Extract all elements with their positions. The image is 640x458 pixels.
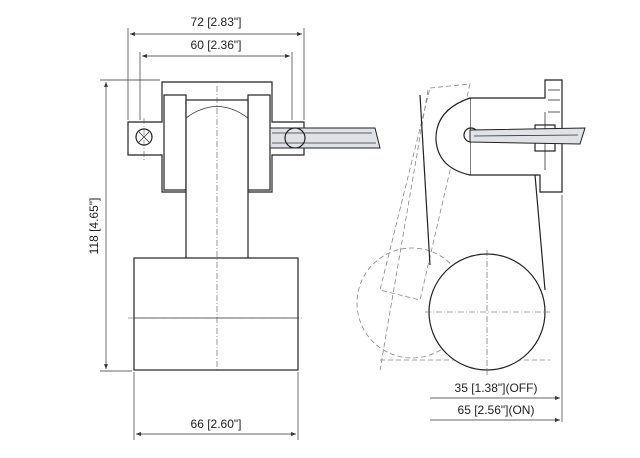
float-body [133,257,299,371]
dim-mount-width: 60 [2.36"] [191,38,242,52]
cable [269,127,381,149]
dim-overall-width: 72 [2.83"] [191,15,242,29]
front-dimensions: 72 [2.83"] 60 [2.36"] 118 [4.65"] 66 [2.… [87,15,305,440]
right-flange [247,94,271,191]
side-view [356,79,586,375]
left-flange [163,94,187,191]
pivot-head [435,97,471,176]
cable-gland-icon [284,127,306,149]
dim-height: 118 [4.65"] [87,198,101,255]
front-view [127,81,381,371]
side-dimensions: 35 [1.38"](OFF) 65 [2.56"](ON) [430,195,563,422]
side-cable [469,127,586,145]
dim-float-width: 66 [2.60"] [191,417,242,431]
dim-switch-on: 65 [2.56"](ON) [458,403,535,417]
dim-switch-off: 35 [1.38"](OFF) [455,381,538,395]
mounting-bracket [127,81,305,193]
ghost-arm [379,83,471,301]
side-mount-body [469,79,563,193]
